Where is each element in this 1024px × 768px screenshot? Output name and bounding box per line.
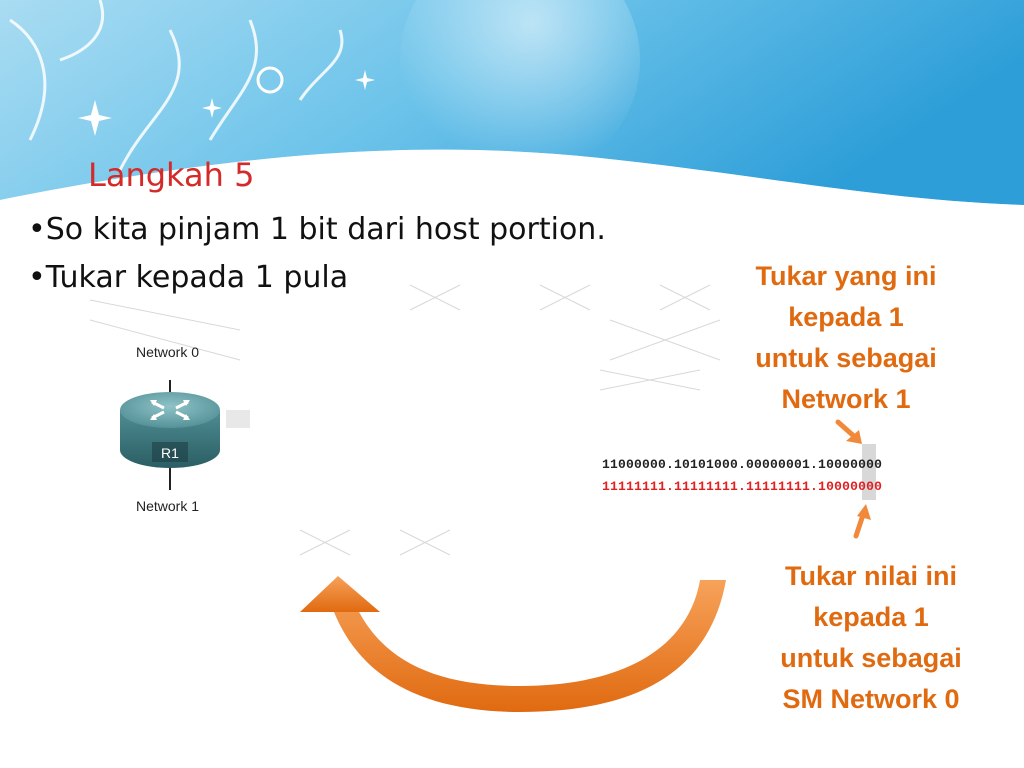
small-arrow-up-icon <box>853 504 871 539</box>
sm-binary-lead: 11111111.11111111.11111111. <box>602 479 819 494</box>
callout-line: Tukar yang ini <box>755 261 937 291</box>
bullet-item: •Tukar kepada 1 pula <box>28 260 349 295</box>
callout-line: Tukar nilai ini <box>784 561 958 591</box>
curved-arrow-icon <box>300 576 726 712</box>
subnet-mask-binary: 11111111.11111111.11111111.10000000 <box>602 479 882 494</box>
callout-line: SM Network 0 <box>782 684 960 714</box>
callout-line: untuk sebagai <box>780 643 962 673</box>
bullet-list: •So kita pinjam 1 bit dari host portion.… <box>28 206 606 302</box>
callout-line: kepada 1 <box>788 302 904 332</box>
borrowed-bit-highlight <box>862 444 876 500</box>
callout-line: untuk sebagai <box>755 343 937 373</box>
callout-line: kepada 1 <box>813 602 929 632</box>
callout-line: Network 1 <box>781 384 911 414</box>
ip-binary-rest: 0000000 <box>826 457 883 472</box>
ip-binary-borrowed-bit: 1 <box>818 457 827 472</box>
small-arrow-down-icon <box>835 419 862 444</box>
callout-sm-network-0: Tukar nilai ini kepada 1 untuk sebagai S… <box>756 556 986 720</box>
router-name: R1 <box>161 445 179 461</box>
sm-binary-rest: 0000000 <box>826 479 883 494</box>
network-0-label: Network 0 <box>136 344 200 360</box>
bullet-item: •So kita pinjam 1 bit dari host portion. <box>28 212 606 247</box>
callout-network-1: Tukar yang ini kepada 1 untuk sebagai Ne… <box>736 256 956 420</box>
ip-binary-lead: 11000000.10101000.00000001. <box>602 457 819 472</box>
ip-binary: 11000000.10101000.00000001.10000000 <box>602 457 882 472</box>
sm-binary-borrowed-bit: 1 <box>818 479 827 494</box>
slide-title: Langkah 5 <box>88 156 255 194</box>
header-background <box>0 0 1024 212</box>
router-icon: R1 <box>120 380 250 490</box>
network-1-label: Network 1 <box>136 498 200 514</box>
